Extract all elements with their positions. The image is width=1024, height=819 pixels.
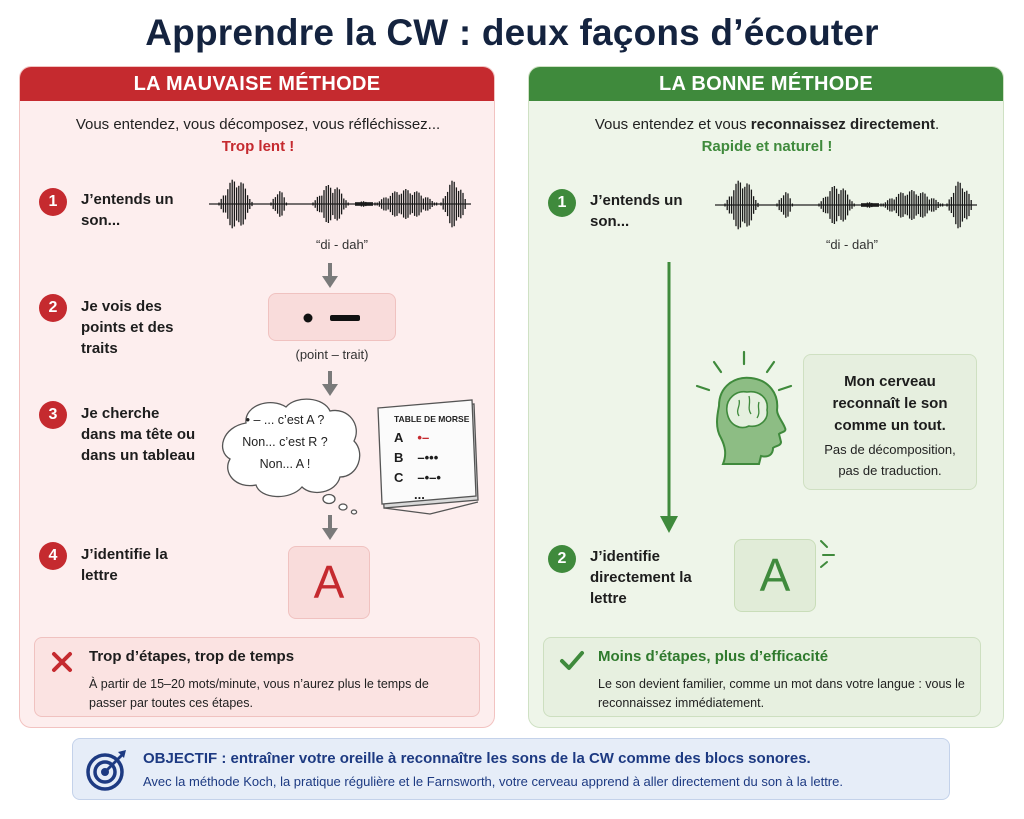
good-step-2-label: J’identifie directement la lettre bbox=[590, 548, 692, 607]
good-summary-body: Le son devient familier, comme un mot da… bbox=[598, 677, 965, 710]
brain-title: Mon cerveau reconnaît le son comme un to… bbox=[832, 373, 948, 434]
good-tagline: Rapide et naturel ! bbox=[701, 138, 833, 155]
bad-step-4-number: 4 bbox=[39, 542, 67, 570]
good-result-letter: A bbox=[734, 539, 816, 612]
bad-tagline: Trop lent ! bbox=[221, 138, 295, 155]
cross-icon bbox=[52, 652, 72, 672]
objective-body: Avec la méthode Koch, la pratique réguli… bbox=[143, 774, 843, 789]
objective-box: OBJECTIF : entraîner votre oreille à rec… bbox=[72, 738, 950, 800]
target-icon bbox=[86, 750, 126, 791]
bad-summary-title: Trop d’étapes, trop de temps bbox=[89, 648, 295, 665]
bad-step-3-label: Je cherche dans ma tête ou dans un table… bbox=[81, 405, 196, 464]
cloud-line: Non... c’est R ? bbox=[242, 435, 328, 449]
good-summary-title: Moins d’étapes, plus d’efficacité bbox=[598, 648, 829, 665]
good-step-1-label: J’entends un son... bbox=[590, 192, 683, 230]
morse-letter: A bbox=[394, 430, 404, 445]
good-step-1-number: 1 bbox=[548, 189, 576, 217]
morse-table-book-icon bbox=[377, 399, 479, 515]
morse-code: –•–• bbox=[417, 470, 441, 485]
bad-step-4-label: J’identifie la lettre bbox=[81, 546, 168, 584]
good-intro-prefix: Vous entendez et vous bbox=[594, 116, 751, 133]
sparkle-lines-icon bbox=[820, 540, 835, 568]
thought-cloud-text: • – ... c’est A ? Non... c’est R ? Non..… bbox=[226, 409, 344, 475]
bad-step-3-number: 3 bbox=[39, 401, 67, 429]
morse-code: •– bbox=[417, 430, 430, 445]
checkmark-icon bbox=[560, 651, 584, 670]
brain-explanation-box: Mon cerveau reconnaît le son comme un to… bbox=[803, 354, 977, 490]
bad-step-2-number: 2 bbox=[39, 294, 67, 322]
bad-result-letter: A bbox=[288, 546, 370, 619]
bad-sound-caption: “di - dah” bbox=[315, 237, 369, 252]
bad-step-1-label: J’entends un son... bbox=[81, 191, 174, 229]
morse-table-title: TABLE DE MORSE bbox=[394, 414, 470, 424]
morse-letter: B bbox=[394, 450, 404, 465]
good-intro: Vous entendez et vous reconnaissez direc… bbox=[529, 116, 1003, 133]
dot-dash-icon bbox=[303, 313, 360, 323]
down-arrow-icon bbox=[322, 263, 338, 288]
bad-method-header: LA MAUVAISE MÉTHODE bbox=[20, 67, 494, 101]
good-summary-box: Moins d’étapes, plus d’efficacité Le son… bbox=[543, 637, 981, 717]
good-method-panel: LA BONNE MÉTHODE Vous entendez et vous r… bbox=[528, 66, 1004, 728]
bad-step-2-label: Je vois des points et des traits bbox=[81, 298, 174, 357]
sound-waveform-icon bbox=[715, 180, 977, 230]
bad-step-1-number: 1 bbox=[39, 188, 67, 216]
morse-code: –••• bbox=[417, 450, 439, 465]
cloud-line: • – ... c’est A ? bbox=[245, 413, 325, 427]
morse-more: ... bbox=[414, 487, 425, 502]
morse-letter: C bbox=[394, 470, 404, 485]
objective-title: OBJECTIF : entraîner votre oreille à rec… bbox=[143, 750, 811, 767]
good-intro-bold: reconnaissez directement bbox=[750, 116, 936, 133]
morse-row-a: A •– bbox=[394, 428, 474, 448]
morse-dot-dash-box bbox=[268, 293, 396, 341]
bad-method-panel: LA MAUVAISE MÉTHODE Vous entendez, vous … bbox=[19, 66, 495, 728]
good-intro-suffix: . bbox=[935, 116, 940, 133]
bad-summary-box: Trop d’étapes, trop de temps À partir de… bbox=[34, 637, 480, 717]
sound-waveform-icon bbox=[209, 179, 471, 229]
morse-table-rows: A •– B –••• C –•–• ... bbox=[394, 428, 474, 502]
good-sound-caption: “di - dah” bbox=[825, 237, 879, 252]
down-arrow-icon bbox=[322, 515, 338, 540]
bad-summary-body: À partir de 15–20 mots/minute, vous n’au… bbox=[89, 677, 429, 710]
down-arrow-icon bbox=[322, 371, 338, 396]
page-title: Apprendre la CW : deux façons d’écouter bbox=[145, 12, 879, 53]
thought-cloud-icon bbox=[221, 398, 361, 515]
good-method-header: LA BONNE MÉTHODE bbox=[529, 67, 1003, 101]
bad-intro: Vous entendez, vous décomposez, vous réf… bbox=[75, 116, 441, 133]
direct-arrow-icon bbox=[660, 262, 678, 533]
morse-row-b: B –••• bbox=[394, 448, 474, 468]
brain-subtitle: Pas de décomposition, pas de traduction. bbox=[824, 442, 956, 478]
cloud-line: Non... A ! bbox=[259, 457, 311, 471]
brain-head-icon bbox=[695, 350, 793, 465]
good-step-2-number: 2 bbox=[548, 545, 576, 573]
morse-row-c: C –•–• bbox=[394, 468, 474, 488]
morse-caption: (point – trait) bbox=[295, 347, 369, 362]
